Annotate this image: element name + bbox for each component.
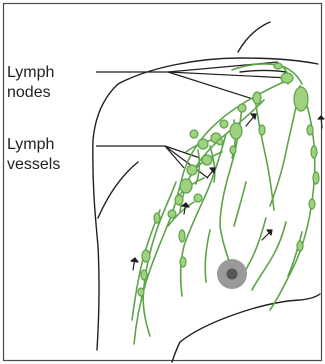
nipple	[217, 259, 247, 289]
lymph-nodes-label: Lymph nodes	[7, 63, 54, 103]
lymph-node	[281, 73, 293, 83]
lymph-node	[179, 230, 185, 242]
lymph-node	[238, 104, 246, 112]
lymph-node	[259, 125, 265, 135]
lymph-node	[187, 165, 197, 175]
lymph-vessels-label-line-2: vessels	[7, 155, 60, 175]
lymph-node	[194, 194, 202, 202]
nipple-center	[227, 269, 238, 280]
lymph-nodes-label-line-1: Lymph	[7, 63, 54, 83]
lymph-node	[217, 139, 223, 145]
lymph-node	[190, 130, 198, 138]
flow-direction-arrow-icon	[182, 203, 189, 214]
lymph-node	[154, 213, 160, 223]
lymph-node	[141, 270, 147, 280]
lymph-node	[180, 179, 192, 193]
lymph-node	[313, 172, 319, 184]
lymph-node	[309, 199, 315, 209]
lymph-node	[230, 123, 242, 139]
lymph-node	[180, 257, 186, 267]
lymph-node	[230, 146, 236, 154]
lymph-node	[142, 250, 150, 262]
lymph-vessels-label-line-1: Lymph	[7, 135, 60, 155]
lymph-node	[307, 125, 313, 135]
leader-lines	[96, 62, 289, 178]
lymph-vessel-network	[132, 64, 315, 344]
figure-frame	[4, 4, 322, 361]
lymph-node	[168, 210, 176, 218]
lymph-node	[297, 241, 303, 251]
lymph-vessels-label: Lymph vessels	[7, 135, 60, 175]
lymph-node	[311, 146, 317, 158]
lymph-node	[198, 139, 208, 149]
lymph-node	[294, 87, 308, 111]
lymph-nodes-label-line-2: nodes	[7, 83, 54, 103]
flow-direction-arrow-icon	[262, 230, 272, 240]
lymph-node	[175, 195, 183, 205]
flow-direction-arrow-icon	[131, 258, 138, 270]
lymph-node	[220, 120, 228, 128]
flow-direction-arrow-icon	[207, 168, 215, 178]
flow-arrows	[131, 114, 324, 270]
leader-branch-2	[168, 72, 289, 78]
lymph-node	[253, 92, 261, 104]
lymph-node	[138, 288, 144, 296]
lymph-node	[274, 63, 282, 69]
lymph-node	[202, 155, 212, 165]
